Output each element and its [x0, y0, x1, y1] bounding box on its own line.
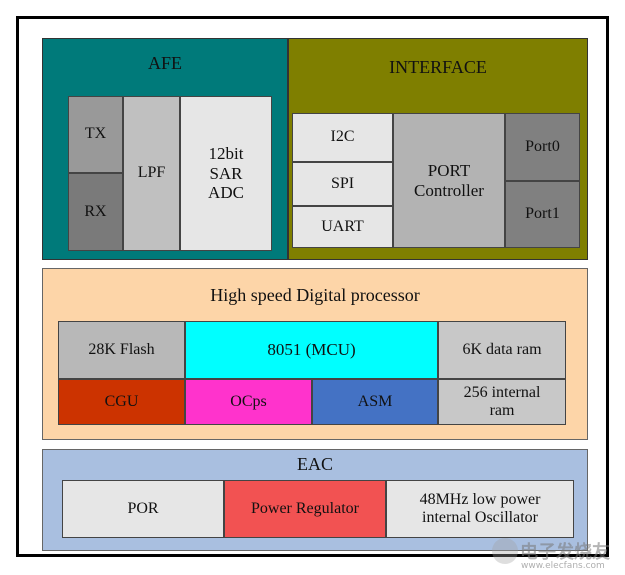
internal-ram-block: 256 internal ram — [438, 379, 566, 425]
digital-processor-title: High speed Digital processor — [210, 285, 420, 305]
afe-lpf-block: LPF — [123, 96, 180, 251]
port1-block: Port1 — [505, 181, 580, 248]
watermark-logo-icon — [492, 538, 518, 564]
interface-i2c-block: I2C — [292, 113, 393, 162]
port-controller-block: PORT Controller — [393, 113, 505, 248]
power-regulator-block: Power Regulator — [224, 480, 386, 538]
watermark-text: 电子发烧友 — [520, 542, 610, 563]
interface-spi-block: SPI — [292, 162, 393, 206]
eac-title: EAC — [297, 454, 333, 474]
asm-block: ASM — [312, 379, 438, 425]
interface-title: INTERFACE — [389, 57, 487, 77]
flash-block: 28K Flash — [58, 321, 185, 379]
interface-uart-block: UART — [292, 206, 393, 248]
cgu-block: CGU — [58, 379, 185, 425]
watermark-url: www.elecfans.com — [521, 561, 605, 571]
data-ram-block: 6K data ram — [438, 321, 566, 379]
oscillator-block: 48MHz low power internal Oscillator — [386, 480, 574, 538]
mcu-block: 8051 (MCU) — [185, 321, 438, 379]
ocps-block: OCps — [185, 379, 312, 425]
port0-block: Port0 — [505, 113, 580, 181]
afe-title: AFE — [147, 53, 182, 73]
por-block: POR — [62, 480, 224, 538]
afe-tx-block: TX — [68, 96, 123, 173]
afe-adc-block: 12bit SAR ADC — [180, 96, 272, 251]
afe-rx-block: RX — [68, 173, 123, 251]
